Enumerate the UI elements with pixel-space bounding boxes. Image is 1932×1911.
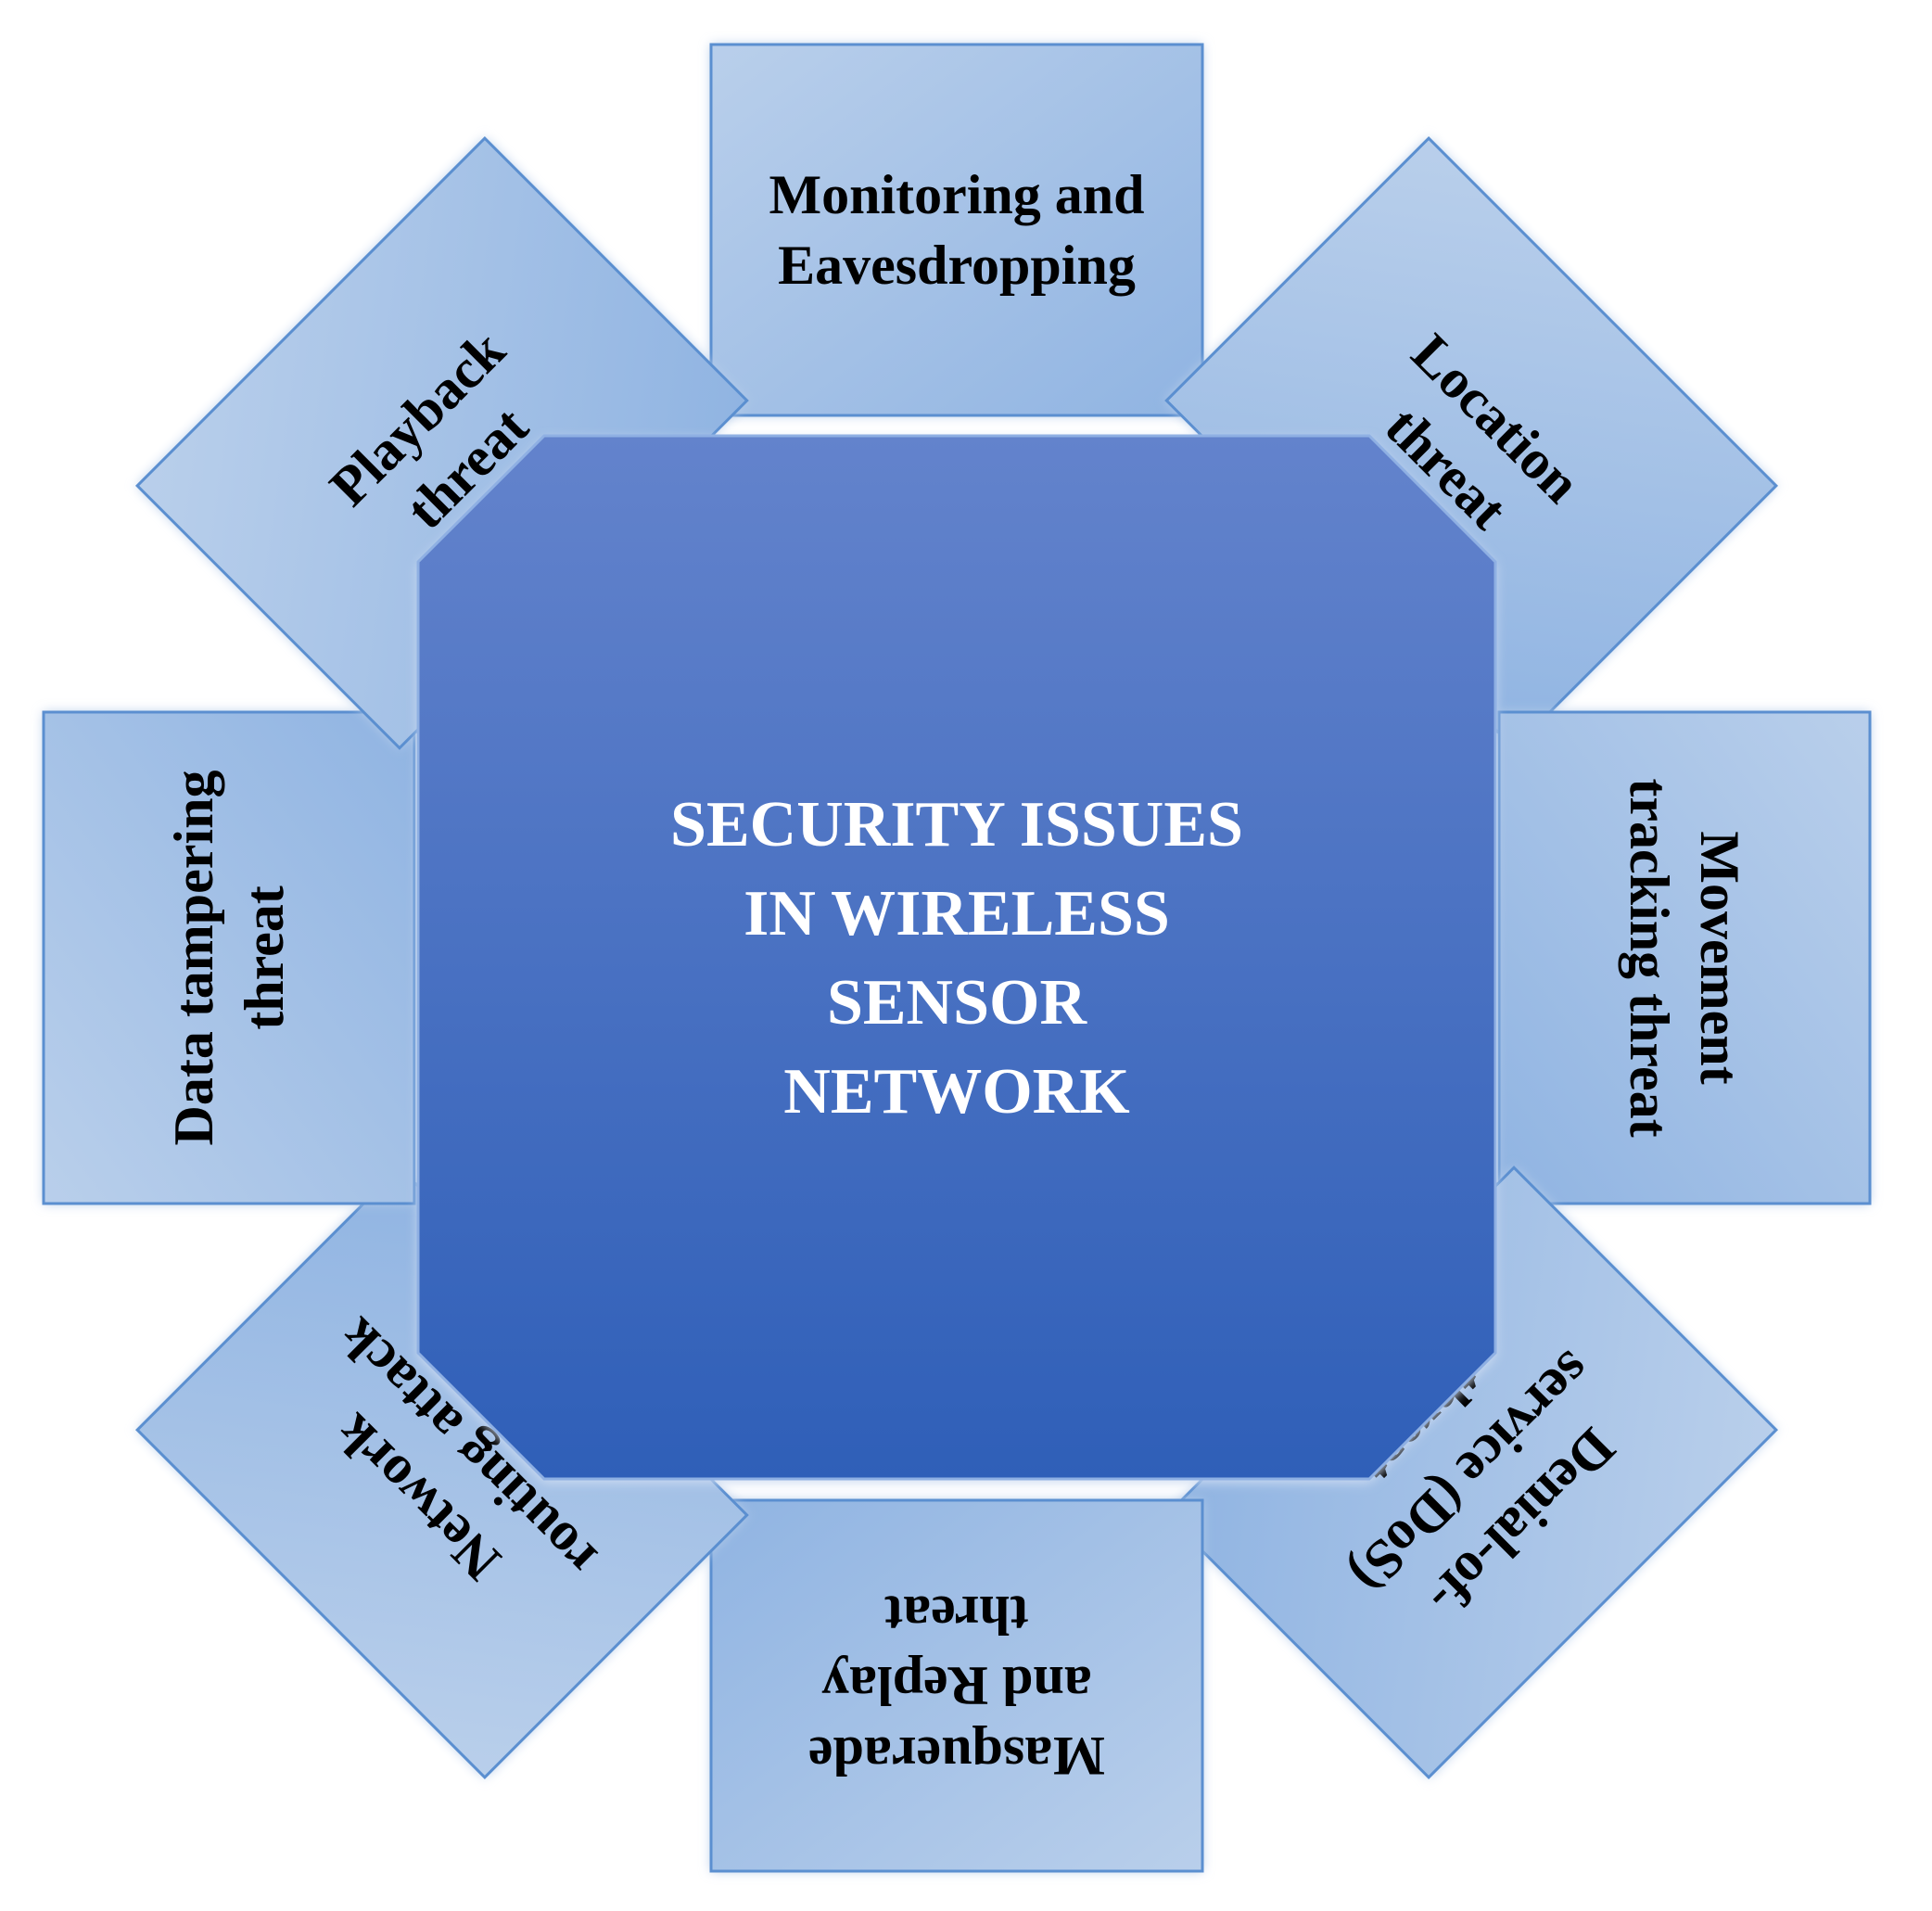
satellite-box <box>709 1498 1204 1873</box>
threat-satellites: Monitoring andEavesdroppingLocationthrea… <box>42 43 1872 1873</box>
center-octagon <box>416 434 1497 1483</box>
satellite-label-line: tracking threat <box>1619 778 1680 1137</box>
satellite-label-line: threat <box>884 1585 1029 1646</box>
satellite-label-line: and Replay <box>821 1655 1092 1716</box>
center-title-line-1: SECURITY ISSUES <box>670 789 1243 860</box>
center-title-line-2: IN WIRELESS <box>744 878 1170 949</box>
satellite-label-line: Masquerade <box>808 1726 1105 1787</box>
satellite-label-line: Data tampering <box>163 771 224 1146</box>
satellite-label-line: Movement <box>1689 831 1750 1084</box>
satellite-label-line: threat <box>234 885 295 1030</box>
satellite-label-line: Eavesdropping <box>778 235 1136 296</box>
center-title: SECURITY ISSUES IN WIRELESS SENSOR NETWO… <box>670 789 1243 1127</box>
satellite-label-line: Monitoring and <box>769 164 1144 225</box>
satellite-box <box>42 710 416 1205</box>
center-title-line-3: SENSOR <box>827 967 1088 1038</box>
satellite-box <box>709 43 1204 417</box>
satellite-masquerade-replay-threat: Masquerade and Replay threat <box>709 1498 1204 1873</box>
satellite-box <box>1497 710 1872 1205</box>
center-title-line-4: NETWORK <box>783 1056 1129 1127</box>
